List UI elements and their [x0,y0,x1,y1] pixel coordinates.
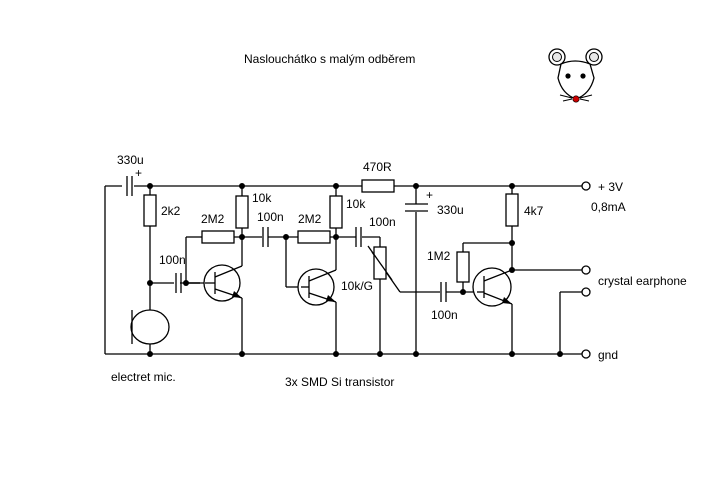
resistor-2m2-a [201,230,235,244]
terminal-earphone-2 [581,287,591,297]
resistor-10k-b [329,195,343,229]
gnd-label: gnd [598,348,618,362]
capacitor-100n-d-label: 100n [431,308,458,322]
capacitor-330u-supply-plus: + [426,188,433,202]
resistor-10k-a [235,195,249,229]
capacitor-100n-c [355,227,362,247]
wires [104,185,582,355]
capacitor-100n-c-label: 100n [369,215,396,229]
terminal-vcc [581,181,591,191]
transistor-1 [203,264,243,302]
capacitor-100n-a-label: 100n [159,253,186,267]
mouse-face-icon [548,48,603,103]
transistor-note: 3x SMD Si transistor [285,375,394,389]
capacitor-100n-b [262,227,269,247]
capacitor-100n-b-label: 100n [257,210,284,224]
current-label: 0,8mA [591,200,626,214]
transistor-2 [297,268,337,306]
resistor-2m2-b-label: 2M2 [298,212,322,226]
resistor-4k7 [505,193,519,227]
capacitor-100n-a [175,273,182,293]
resistor-470r-label: 470R [363,160,392,174]
resistor-1m2-label: 1M2 [427,249,451,263]
microphone-label: electret mic. [111,370,176,384]
junction-dots [147,183,563,357]
resistor-2k2-label: 2k2 [161,204,181,218]
capacitor-330u-input-plus: + [135,166,142,180]
resistor-2m2-a-label: 2M2 [201,212,225,226]
terminal-earphone-1 [581,265,591,275]
capacitor-330u-input-label: 330u [117,153,144,167]
resistor-2m2-b [297,230,331,244]
resistor-10k-b-label: 10k [346,197,366,211]
earphone-label: crystal earphone [598,274,687,288]
capacitor-330u-input [126,176,133,196]
electret-microphone [130,309,170,345]
terminal-gnd [581,349,591,359]
diagram-title: Naslouchátko s malým odběrem [244,52,415,66]
resistor-1m2 [456,251,470,283]
capacitor-330u-supply-label: 330u [437,203,464,217]
resistor-4k7-label: 4k7 [524,204,544,218]
transistor-3 [472,267,513,307]
resistor-10k-a-label: 10k [252,191,272,205]
vcc-label: + 3V [598,180,623,194]
capacitor-330u-supply [405,203,428,212]
resistor-2k2 [143,194,157,227]
resistor-470r [361,179,395,193]
capacitor-100n-d [440,282,447,302]
potentiometer-label: 10k/G [341,279,373,293]
